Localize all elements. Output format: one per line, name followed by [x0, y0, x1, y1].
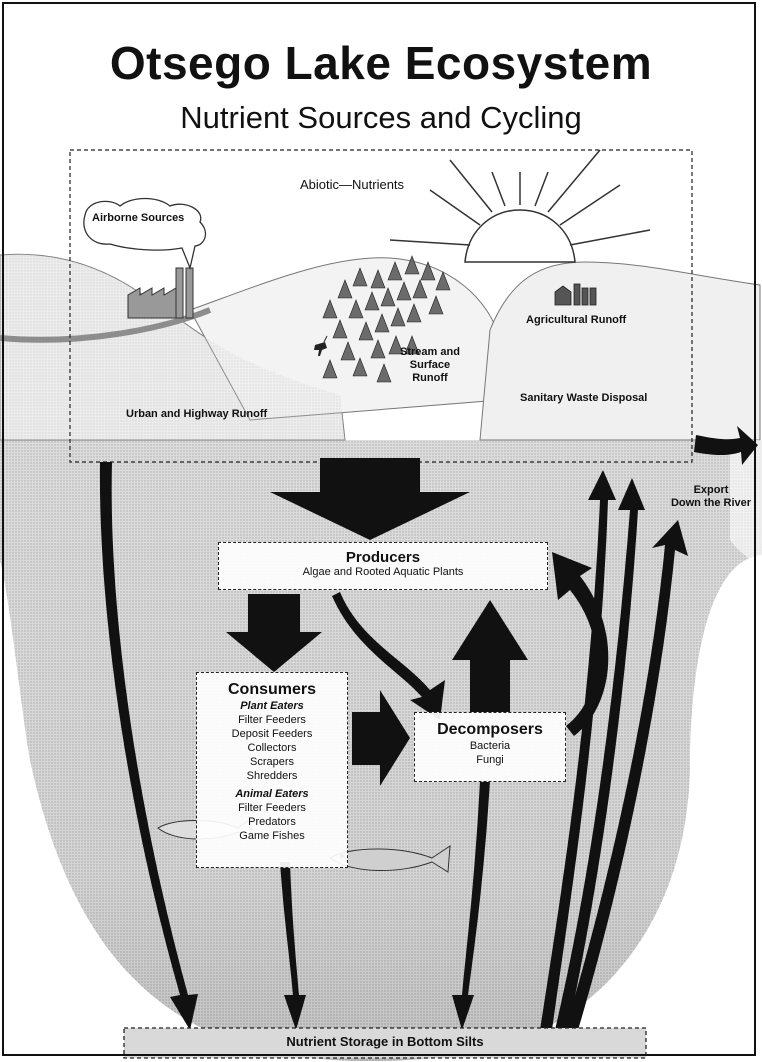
arrow-silts-upward-3 — [565, 520, 688, 1030]
export-line-2: Down the River — [670, 497, 752, 509]
land-right-hill — [479, 261, 761, 441]
forest-trees — [322, 255, 451, 383]
animal-eater-item: Predators — [248, 816, 296, 828]
plant-eater-item: Deposit Feeders — [231, 728, 313, 740]
urban-runoff-label: Urban and Highway Runoff — [126, 408, 268, 420]
plant-eater-item: Filter Feeders — [238, 714, 306, 726]
decomposer-item: Bacteria — [469, 740, 511, 752]
producers-subtitle: Algae and Rooted Aquatic Plants — [302, 566, 464, 578]
agricultural-runoff-label: Agricultural Runoff — [526, 314, 627, 326]
deer-icon — [314, 335, 328, 356]
arrow-decomposers-to-silts — [452, 780, 490, 1030]
page-subtitle: Nutrient Sources and Cycling — [180, 100, 582, 135]
arrow-decomposers-to-producers — [452, 600, 528, 712]
stream-runoff-label: Stream and Surface Runoff — [400, 346, 460, 385]
smoke-cloud — [83, 197, 207, 271]
producers-title: Producers — [345, 549, 421, 566]
arrow-export-down-river — [694, 426, 758, 465]
export-label: Export Down the River — [663, 484, 759, 510]
abiotic-label: Abiotic—Nutrients — [300, 177, 405, 192]
page-title: Otsego Lake Ecosystem — [109, 37, 653, 89]
arrow-silts-upward-1 — [540, 470, 616, 1030]
bottom-silts-box — [123, 1027, 647, 1059]
arrow-abiotic-to-silts-left — [99, 462, 198, 1030]
decomposers-box: Decomposers Bacteria Fungi — [414, 712, 566, 782]
airborne-sources-label: Airborne Sources — [92, 212, 185, 224]
consumers-box: Consumers Plant Eaters Filter Feeders De… — [196, 672, 348, 868]
stream-line-3: Runoff — [412, 372, 448, 384]
arrow-consumers-to-decomposers — [352, 690, 410, 786]
plant-eater-item: Scrapers — [249, 756, 295, 768]
decomposer-item: Fungi — [476, 754, 504, 766]
decomposers-title: Decomposers — [437, 721, 543, 738]
arrow-producers-to-consumers — [226, 594, 322, 672]
arrow-consumers-to-silts — [280, 862, 306, 1030]
sun-icon — [389, 149, 651, 263]
arrow-silts-upward-2 — [555, 478, 645, 1030]
arrow-producers-to-decomposers — [332, 592, 445, 720]
plant-eater-item: Shredders — [246, 770, 298, 782]
producers-box: Producers Algae and Rooted Aquatic Plant… — [218, 542, 548, 590]
arrow-abiotic-to-producers — [270, 458, 470, 540]
consumers-list: Plant Eaters Filter Feeders Deposit Feed… — [197, 699, 347, 843]
decomposers-list: Bacteria Fungi — [415, 739, 565, 767]
export-line-1: Export — [693, 484, 729, 496]
abiotic-region-border — [69, 149, 693, 463]
animal-eater-item: Filter Feeders — [238, 802, 306, 814]
consumers-title: Consumers — [227, 681, 317, 698]
plant-eater-item: Collectors — [247, 742, 297, 754]
sanitary-waste-label: Sanitary Waste Disposal — [520, 392, 648, 404]
plant-eaters-heading: Plant Eaters — [240, 700, 304, 712]
stream-line-1: Stream and — [400, 346, 460, 358]
stream-line-2: Surface — [409, 359, 451, 371]
barn-icon — [554, 283, 597, 306]
animal-eaters-heading: Animal Eaters — [235, 788, 309, 800]
bottom-silts-label: Nutrient Storage in Bottom Silts — [286, 1034, 484, 1049]
animal-eater-item: Game Fishes — [239, 830, 305, 842]
